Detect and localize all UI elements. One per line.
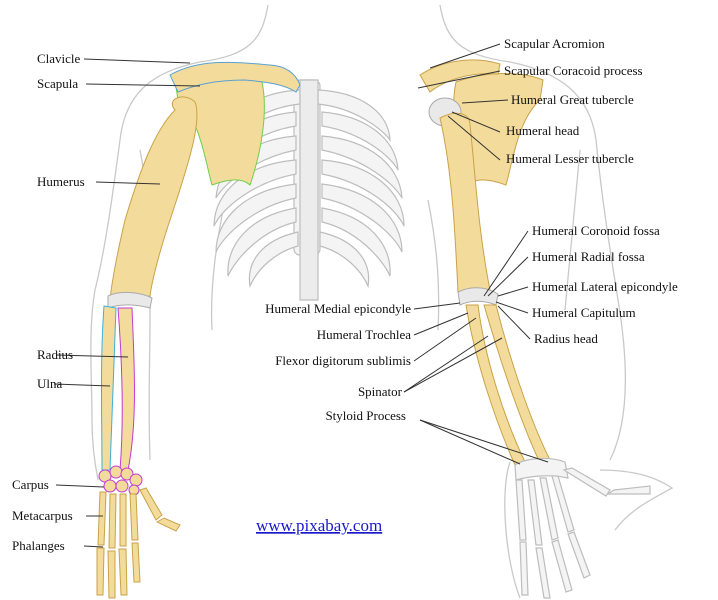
watermark-link[interactable]: www.pixabay.com bbox=[256, 516, 382, 535]
label-scapula: Scapula bbox=[37, 76, 78, 91]
label-humeral-radial-fossa: Humeral Radial fossa bbox=[532, 249, 645, 264]
radius-left bbox=[118, 308, 135, 470]
label-radius-head: Radius head bbox=[534, 331, 598, 346]
label-flexor-digitorum: Flexor digitorum sublimis bbox=[275, 353, 411, 368]
label-humeral-coronoid-fossa: Humeral Coronoid fossa bbox=[532, 223, 660, 238]
hand-right-bones bbox=[515, 458, 650, 598]
label-radius: Radius bbox=[37, 347, 73, 362]
label-carpus: Carpus bbox=[12, 477, 49, 492]
label-humerus: Humerus bbox=[37, 174, 85, 189]
label-styloid-process: Styloid Process bbox=[325, 408, 406, 423]
label-humeral-lesser-tubercle: Humeral Lesser tubercle bbox=[506, 151, 634, 166]
label-humeral-capitulum: Humeral Capitulum bbox=[532, 305, 636, 320]
label-scapular-acromion: Scapular Acromion bbox=[504, 36, 605, 51]
label-scapular-coracoid: Scapular Coracoid process bbox=[504, 63, 643, 78]
label-phalanges: Phalanges bbox=[12, 538, 65, 553]
ulna-left bbox=[102, 306, 117, 470]
carpus-left bbox=[99, 466, 142, 495]
label-humeral-trochlea: Humeral Trochlea bbox=[317, 327, 411, 342]
label-metacarpus: Metacarpus bbox=[12, 508, 73, 523]
label-humeral-lateral-epicondyle: Humeral Lateral epicondyle bbox=[532, 279, 678, 294]
humerus-left bbox=[110, 97, 197, 300]
label-humeral-head: Humeral head bbox=[506, 123, 580, 138]
label-humeral-great-tubercle: Humeral Great tubercle bbox=[511, 92, 634, 107]
label-clavicle: Clavicle bbox=[37, 51, 81, 66]
label-spinator: Spinator bbox=[358, 384, 403, 399]
label-humeral-medial-epicondyle: Humeral Medial epicondyle bbox=[265, 301, 411, 316]
label-ulna: Ulna bbox=[37, 376, 63, 391]
hand-left-bones bbox=[97, 488, 180, 598]
